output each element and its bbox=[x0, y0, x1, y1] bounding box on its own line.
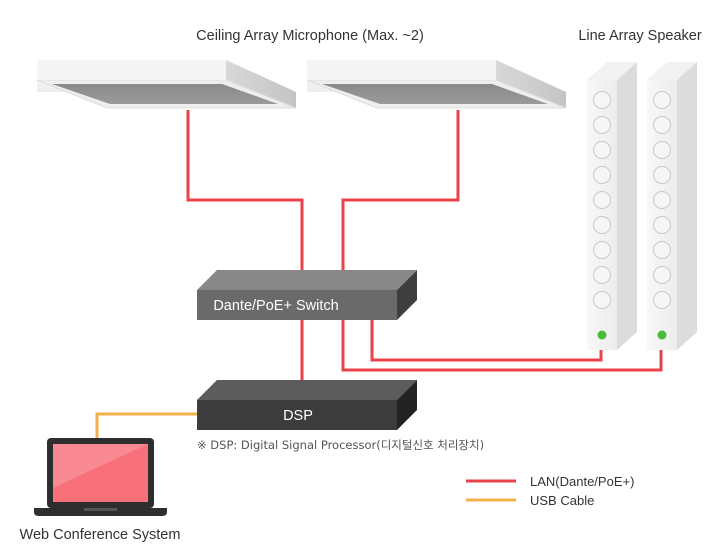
speaker-driver bbox=[653, 141, 671, 159]
line-speaker-2 bbox=[647, 62, 697, 350]
ceiling-mic-2 bbox=[306, 60, 567, 109]
speaker-driver bbox=[653, 191, 671, 209]
speaker-driver bbox=[653, 116, 671, 134]
switch-label: Dante/PoE+ Switch bbox=[213, 298, 338, 314]
dsp-unit: DSP bbox=[197, 380, 417, 430]
speaker-driver bbox=[593, 191, 611, 209]
lan-cable-mic1-switch bbox=[186, 110, 304, 280]
lan-cable-switch-speaker2 bbox=[341, 318, 663, 372]
dante-poe-switch: Dante/PoE+ Switch bbox=[197, 270, 417, 320]
speaker-driver bbox=[593, 291, 611, 309]
legend-lan-label: LAN(Dante/PoE+) bbox=[530, 474, 634, 489]
speaker-driver bbox=[593, 216, 611, 234]
line-speaker-label: Line Array Speaker bbox=[578, 28, 701, 44]
status-led bbox=[597, 330, 607, 340]
lan-cable-mic2-switch bbox=[341, 110, 460, 280]
laptop bbox=[34, 438, 167, 516]
speaker-driver bbox=[593, 241, 611, 259]
laptop-label: Web Conference System bbox=[20, 527, 181, 543]
line-speaker-1 bbox=[587, 62, 637, 350]
ceiling-mic-label: Ceiling Array Microphone (Max. ~2) bbox=[196, 28, 424, 44]
speaker-driver bbox=[653, 91, 671, 109]
speaker-driver bbox=[653, 291, 671, 309]
speaker-driver bbox=[593, 141, 611, 159]
ceiling-mic-1 bbox=[36, 60, 297, 109]
usb-cable-laptop-dsp bbox=[95, 412, 198, 438]
dsp-label: DSP bbox=[283, 408, 313, 424]
speaker-driver bbox=[653, 166, 671, 184]
lan-cable-switch-speaker1 bbox=[370, 318, 603, 362]
speaker-driver bbox=[593, 266, 611, 284]
speaker-driver bbox=[593, 116, 611, 134]
speaker-driver bbox=[653, 216, 671, 234]
legend: LAN(Dante/PoE+) USB Cable bbox=[466, 474, 634, 508]
status-led bbox=[657, 330, 667, 340]
speaker-driver bbox=[593, 91, 611, 109]
speaker-driver bbox=[653, 266, 671, 284]
dsp-footnote: ※ DSP: Digital Signal Processor(디지털신호 처리… bbox=[197, 438, 484, 452]
legend-usb-label: USB Cable bbox=[530, 493, 594, 508]
speaker-driver bbox=[593, 166, 611, 184]
speaker-driver bbox=[653, 241, 671, 259]
